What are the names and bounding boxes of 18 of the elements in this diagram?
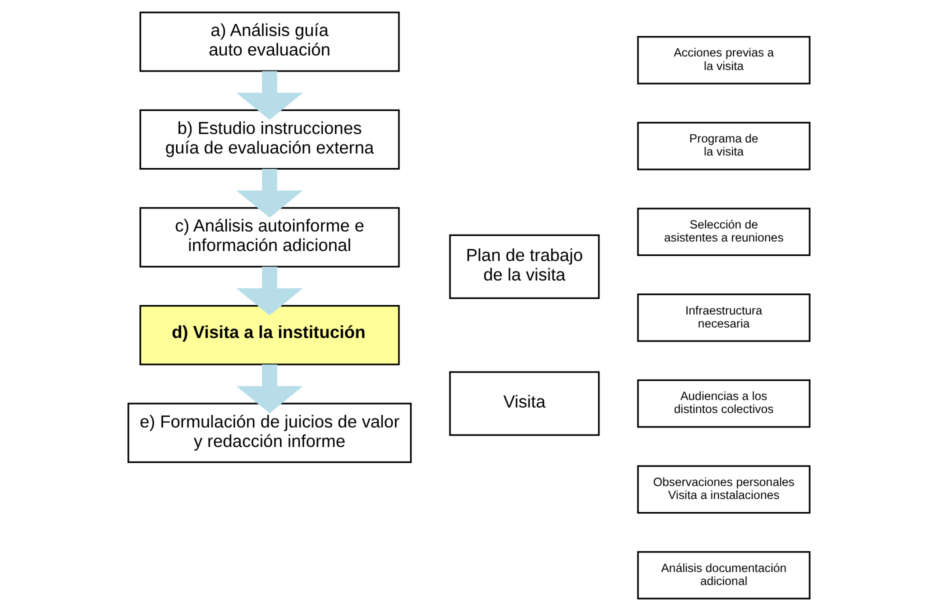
node-box: Infraestructura necesaria	[636, 294, 810, 342]
node-box: Análisis documentación adicional	[636, 551, 810, 600]
node-box: a) Análisis guía auto evaluación	[138, 12, 400, 72]
arrow	[236, 168, 302, 218]
node-box: Selección de asistentes a reuniones	[636, 208, 810, 256]
node-box: c) Análisis autoinforme e información adicional	[138, 207, 400, 268]
node-box: Plan de trabajo de la visita	[448, 234, 600, 299]
node-box: Programa de la visita	[636, 122, 810, 170]
node-box: d) Visita a la institución	[138, 304, 400, 366]
arrow	[236, 71, 302, 120]
arrow	[236, 364, 302, 414]
node-box: Acciones previas a la visita	[636, 36, 810, 84]
node-box: b) Estudio instrucciones guía de evaluación externa	[138, 109, 400, 170]
node-box: e) Formulación de juicios de valor y redacción informe	[127, 402, 412, 464]
node-box: Visita	[448, 371, 600, 436]
node-box: Observaciones personales Visita a instalaciones	[636, 465, 810, 514]
node-box: Audiencias a los distintos colectivos	[636, 379, 810, 428]
arrow	[236, 266, 302, 316]
